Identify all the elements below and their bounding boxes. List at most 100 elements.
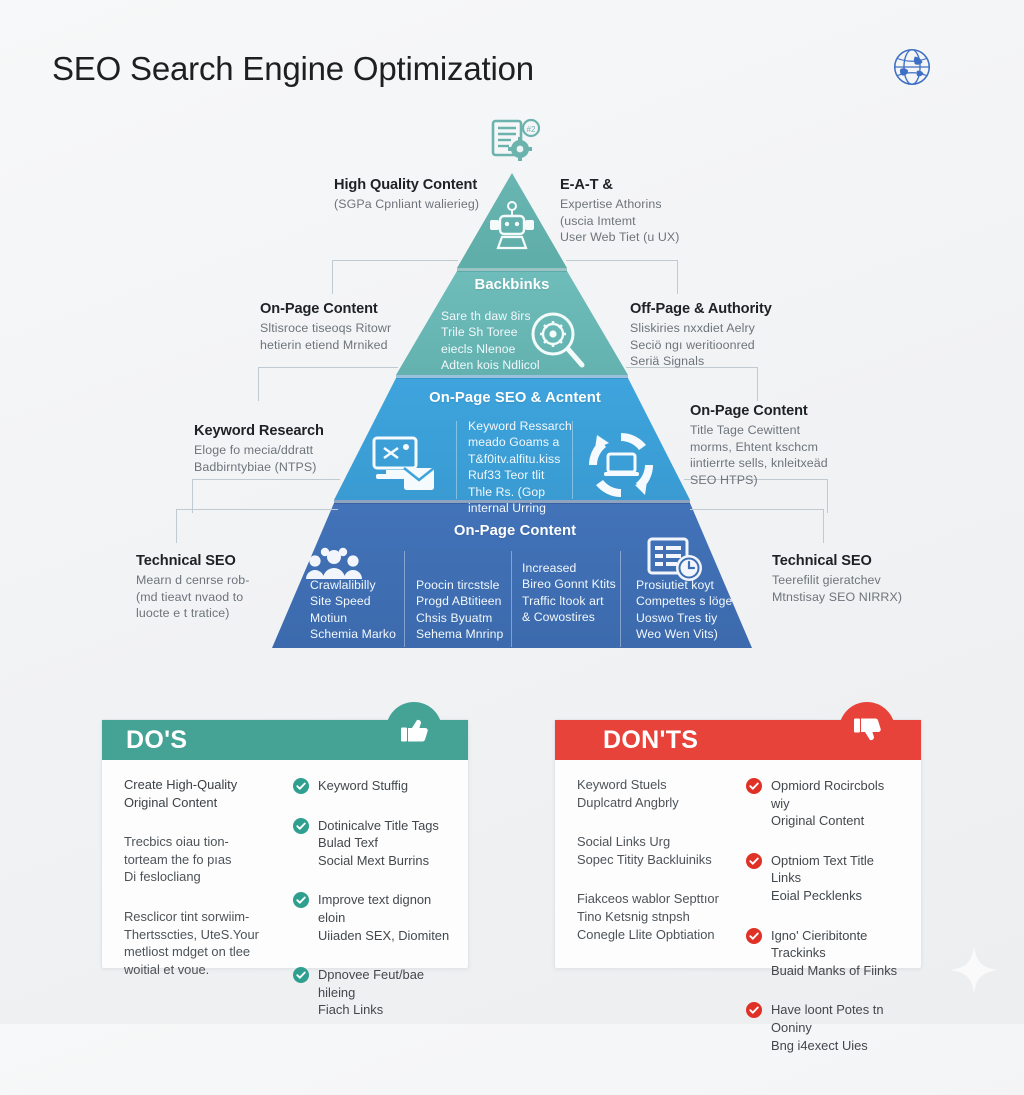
label-line: (uscia Imtemt bbox=[560, 213, 636, 228]
label-title: Off-Page & Authority bbox=[630, 301, 772, 317]
label-title: Technical SEO bbox=[136, 553, 236, 569]
robot-icon bbox=[490, 201, 534, 250]
label-line: Sliskiries nxxdiet Aelry bbox=[630, 321, 755, 335]
cross-circle-icon bbox=[746, 778, 762, 794]
tier-4-column: Crawlalibilly Site Speed Motiun Schemia … bbox=[310, 577, 406, 643]
label-line: Badbirntybiae (NTPS) bbox=[194, 459, 317, 474]
list-item: Improve text dignon eloin Uiiaden SEX, D… bbox=[293, 890, 450, 944]
col-line: Poocin tircstsle bbox=[416, 578, 500, 592]
label-line: morms, Ehtent kschcm bbox=[690, 439, 818, 454]
col-line: meado Goams a bbox=[468, 435, 560, 450]
tier-4-divider bbox=[511, 551, 512, 647]
tier-4-column: Poocin tircstsle Progd ABtitieen Chsis B… bbox=[416, 577, 512, 643]
label-line: (SGPa Cpnliant walierieg) bbox=[334, 197, 480, 211]
list-item: Optniom Text Title Links Eoial Pecklenks bbox=[746, 851, 903, 905]
tier-2-column: Sare th daw 8irs Trile Sh Toree eiecls N… bbox=[441, 308, 551, 374]
tier-2-right-label: Off-Page & Authority Sliskiries nxxdiet … bbox=[630, 301, 845, 370]
label-line: Sltisroce tiseoqs Ritowr bbox=[260, 321, 392, 335]
label-line: Seciö ngı weritioonred bbox=[630, 337, 755, 352]
col-line: Sehema Mnrinp bbox=[416, 627, 504, 642]
label-line: Mearn d cenrse rob- bbox=[136, 573, 250, 587]
list-item: Fiakceos wablor Septtıor Tino Ketsnig st… bbox=[577, 891, 719, 942]
tier-3-bracket-left bbox=[192, 479, 340, 513]
tier-4-divider bbox=[404, 551, 405, 647]
item-text: Dpnovee Feut/bae hileing Fiach Links bbox=[318, 967, 425, 1018]
screen-mail-icon bbox=[372, 436, 435, 490]
label-line: hetierin etiend Mrniked bbox=[260, 337, 388, 352]
check-circle-icon bbox=[293, 892, 309, 909]
donts-right-column: Opmiord Rocircbols wiy Original Content … bbox=[746, 776, 903, 1075]
label-line: iintierrte sells, knleitxeäd bbox=[690, 456, 828, 470]
check-circle-icon bbox=[293, 817, 309, 834]
item-text: Igno' Cieribitonte Trackinks Buaid Manks… bbox=[771, 927, 898, 978]
list-item: Create High-Quality Original Content bbox=[124, 777, 238, 810]
donts-panel-header: DON'TS bbox=[555, 702, 921, 760]
label-line: Teerefilit gieratchev bbox=[772, 573, 881, 587]
tier-2-left-label: On-Page Content Sltisroce tiseoqs Ritowr… bbox=[260, 301, 475, 353]
col-line: Ruf33 Teor tlit bbox=[468, 468, 545, 483]
dos-left-column: Create High-Quality Original Content Tre… bbox=[124, 776, 281, 1040]
pyramid-diagram: #2 bbox=[0, 105, 1024, 675]
label-title: Technical SEO bbox=[772, 553, 872, 569]
tier-3-divider bbox=[456, 421, 457, 499]
col-line: Trile Sh Toree bbox=[441, 325, 518, 340]
col-line: Motiun bbox=[310, 610, 348, 625]
tier-2-bracket-left bbox=[258, 367, 398, 401]
label-line: Mtnstisay SEO NIRRX) bbox=[772, 589, 903, 604]
col-line: Adten kois Ndlicol bbox=[441, 358, 540, 373]
cross-circle-icon bbox=[746, 852, 762, 869]
thumbs-down-badge bbox=[839, 702, 895, 758]
tier-3-divider bbox=[572, 421, 573, 499]
col-line: Site Speed bbox=[310, 594, 371, 609]
donts-panel: DON'TS Keyword Stuels Duplcatrd Angbrly … bbox=[554, 702, 922, 1053]
tier-4-right-label: Technical SEO Teerefilit gieratchev Mtns… bbox=[772, 553, 987, 605]
list-item: Igno' Cieribitonte Trackinks Buaid Manks… bbox=[746, 926, 903, 980]
list-item: Social Links Urg Sopec Titity Backluinik… bbox=[577, 834, 712, 867]
col-line: Progd ABtitieen bbox=[416, 594, 502, 609]
svg-text:#2: #2 bbox=[527, 125, 536, 134]
label-line: (md tieavt nvaod to bbox=[136, 589, 244, 604]
list-item: Dpnovee Feut/bae hileing Fiach Links bbox=[293, 965, 450, 1019]
tier-3-bracket-right bbox=[684, 479, 828, 513]
col-line: internal Urring bbox=[468, 501, 547, 516]
tier-4-bracket-right bbox=[690, 509, 824, 543]
col-line: Schemia Marko bbox=[310, 627, 396, 642]
label-line: SEO HTPS) bbox=[690, 472, 758, 487]
col-line: Traffic ltook art bbox=[522, 593, 604, 608]
label-title: High Quality Content bbox=[334, 177, 478, 193]
tier-4-column: Increased Bireo Gonnt Ktits Traffic ltoo… bbox=[522, 560, 618, 626]
col-line: Crawlalibilly bbox=[310, 578, 376, 592]
label-line: User Web Tiet (u UX) bbox=[560, 230, 680, 244]
list-item: Opmiord Rocircbols wiy Original Content bbox=[746, 776, 903, 830]
tier-3-right-label: On-Page Content Title Tage Cewittent mor… bbox=[690, 403, 905, 488]
tier-4-left-label: Technical SEO Mearn d cenrse rob- (md ti… bbox=[136, 553, 351, 622]
col-line: Sare th daw 8irs bbox=[441, 309, 531, 323]
tier-4-column: Prosiutiet koyt Compettes s löge Uoswo T… bbox=[636, 577, 740, 643]
tier-3-heading: On-Page SEO & Acntent bbox=[429, 390, 601, 406]
tier-1-bracket-left bbox=[332, 260, 458, 294]
list-item: Keyword Stuels Duplcatrd Angbrly bbox=[577, 777, 679, 810]
dos-panel-header: DO'S bbox=[102, 702, 468, 760]
item-text: Have loont Potes tn Ooniny Bng i4exect U… bbox=[771, 1002, 884, 1053]
sparkle-icon bbox=[950, 946, 998, 994]
cross-circle-icon bbox=[746, 927, 762, 944]
tier-4-heading: On-Page Content bbox=[453, 523, 577, 539]
list-item: Resclicor tint sorwiim- Thertsscties, Ut… bbox=[124, 908, 259, 977]
tier-1-right-label: E-A-T & Expertise Athorins (uscia Imtemt… bbox=[560, 177, 775, 246]
col-line: Weo Wen Vits) bbox=[636, 627, 718, 642]
thumbs-up-icon bbox=[401, 719, 428, 742]
item-text: Keyword Stuffig bbox=[318, 778, 409, 793]
col-line: Keyword Ressarch bbox=[468, 419, 572, 433]
cross-circle-icon bbox=[746, 1002, 762, 1019]
col-line: Chsis Byuatm bbox=[416, 610, 493, 625]
dos-right-column: Keyword Stuffig Dotinicalve Title Tags B… bbox=[293, 776, 450, 1040]
device-cycle-icon bbox=[589, 433, 653, 497]
tier-4-divider bbox=[620, 551, 621, 647]
donts-left-column: Keyword Stuels Duplcatrd Angbrly Social … bbox=[577, 776, 734, 1075]
tier-4-bracket-left bbox=[176, 509, 338, 543]
dos-panel-body: Create High-Quality Original Content Tre… bbox=[102, 760, 468, 1060]
list-item: Keyword Stuffig bbox=[293, 776, 450, 795]
check-circle-icon bbox=[293, 778, 309, 794]
col-line: Prosiutiet koyt bbox=[636, 578, 715, 592]
label-line: Title Tage Cewittent bbox=[690, 423, 801, 437]
